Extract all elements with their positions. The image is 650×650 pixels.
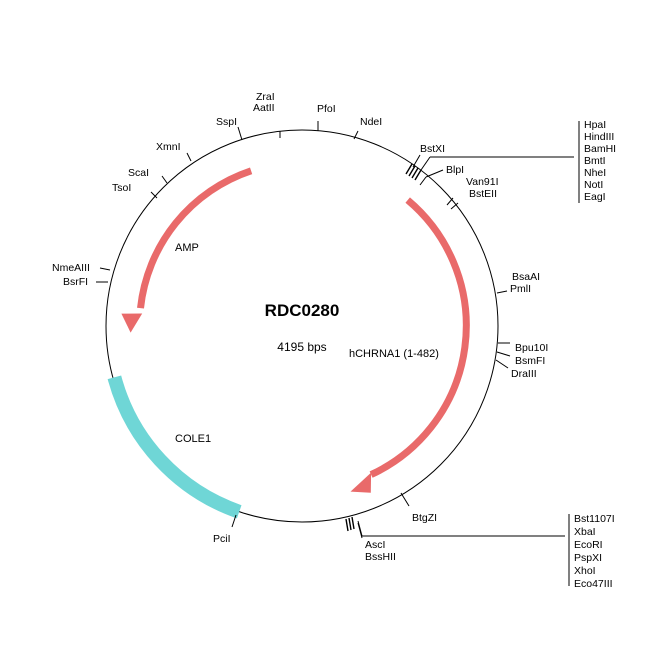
site-bsshii: BssHII bbox=[365, 551, 396, 563]
cluster-mark-top-2 bbox=[408, 165, 416, 177]
site-pcii: PciI bbox=[213, 533, 231, 545]
site-bsmfi: BsmFI bbox=[515, 355, 545, 367]
site-aatii: AatII bbox=[253, 102, 275, 114]
site-group-top-item: NotI bbox=[584, 179, 603, 191]
feature-label-hchrna1: hCHRNA1 (1-482) bbox=[349, 348, 439, 360]
site-bsteii: BstEII bbox=[469, 188, 497, 200]
tick-tsoi bbox=[150, 191, 158, 199]
tick-ndei bbox=[353, 130, 359, 140]
site-btgzi: BtgZI bbox=[412, 512, 437, 524]
tick-dralll bbox=[495, 359, 509, 369]
site-nmeaiii: NmeAIII bbox=[52, 262, 90, 274]
site-xmni: XmnI bbox=[156, 141, 181, 153]
site-van91i: Van91I bbox=[466, 176, 499, 188]
site-pfoi: PfoI bbox=[317, 103, 336, 115]
cluster-mark-bottom-1 bbox=[345, 518, 349, 532]
site-asci: AscI bbox=[365, 539, 385, 551]
tick-xmni bbox=[186, 152, 192, 162]
leader-top-group bbox=[420, 156, 431, 171]
cluster-mark-bottom-3 bbox=[351, 516, 355, 530]
leader-blpi bbox=[425, 169, 444, 178]
tick-bsmfi bbox=[496, 351, 511, 357]
cole1-feature bbox=[107, 375, 242, 519]
site-group-bottom-right: Bst1107I XbaI EcoRI PspXI XhoI Eco47III bbox=[574, 513, 615, 590]
site-group-bottom-item: XhoI bbox=[574, 565, 596, 577]
site-zrai: ZraI bbox=[256, 91, 275, 103]
site-ndei: NdeI bbox=[360, 116, 382, 128]
hchrna1-arrowhead bbox=[350, 472, 372, 493]
feature-label-cole1: COLE1 bbox=[175, 433, 211, 445]
site-bsrfi: BsrFI bbox=[63, 276, 88, 288]
tick-bstxi bbox=[412, 154, 421, 168]
site-group-top-item: BmtI bbox=[584, 155, 606, 167]
site-group-top-item: HpaI bbox=[584, 119, 606, 131]
site-bsaai: BsaAI bbox=[512, 271, 540, 283]
leader-bottom-group-v bbox=[357, 520, 363, 537]
site-group-bottom-item: PspXI bbox=[574, 552, 602, 564]
plasmid-size: 4195 bps bbox=[277, 340, 326, 354]
site-group-bottom-item: Bst1107I bbox=[574, 513, 615, 525]
hchrna1-arrow bbox=[369, 197, 470, 478]
tick-bsaai-pmli bbox=[496, 290, 508, 294]
site-group-top-item: EagI bbox=[584, 191, 606, 203]
tick-blpi bbox=[419, 176, 427, 186]
amp-arrowhead bbox=[121, 313, 143, 333]
tick-asci-bsshii bbox=[357, 522, 363, 539]
site-group-bottom-item: XbaI bbox=[574, 526, 596, 538]
tick-van91i bbox=[446, 197, 454, 206]
site-sspi: SspI bbox=[216, 116, 237, 128]
site-scai: ScaI bbox=[128, 167, 149, 179]
site-bpu10i: Bpu10I bbox=[515, 342, 548, 354]
cluster-mark-bottom-2 bbox=[348, 517, 352, 531]
site-group-bottom-item: EcoRI bbox=[574, 539, 603, 551]
tick-bsteii bbox=[450, 202, 459, 210]
site-pmli: PmlI bbox=[510, 283, 531, 295]
site-group-bottom-item: Eco47III bbox=[574, 578, 613, 590]
site-dralll: DraIII bbox=[511, 368, 537, 380]
tick-pcii bbox=[231, 514, 237, 528]
amp-arrow bbox=[137, 167, 253, 309]
tick-btgzi bbox=[400, 492, 410, 507]
feature-label-amp: AMP bbox=[175, 242, 199, 254]
cluster-mark-top-3 bbox=[411, 167, 419, 179]
tick-sspi bbox=[237, 126, 243, 141]
site-blpi: BlpI bbox=[446, 164, 464, 176]
site-group-top-item: NheI bbox=[584, 167, 606, 179]
site-group-top-item: BamHI bbox=[584, 143, 616, 155]
plasmid-backbone bbox=[105, 129, 499, 523]
site-group-top-item: HindIII bbox=[584, 131, 614, 143]
site-tsoi: TsoI bbox=[112, 182, 131, 194]
site-bstxi: BstXI bbox=[420, 143, 445, 155]
cluster-mark-top-1 bbox=[405, 163, 413, 175]
plasmid-name: RDC0280 bbox=[265, 301, 340, 320]
site-group-top-right: HpaI HindIII BamHI BmtI NheI NotI EagI bbox=[584, 119, 616, 203]
cluster-mark-top-4 bbox=[414, 169, 422, 181]
tick-scai bbox=[161, 175, 168, 184]
tick-nmeaiii bbox=[99, 267, 111, 271]
